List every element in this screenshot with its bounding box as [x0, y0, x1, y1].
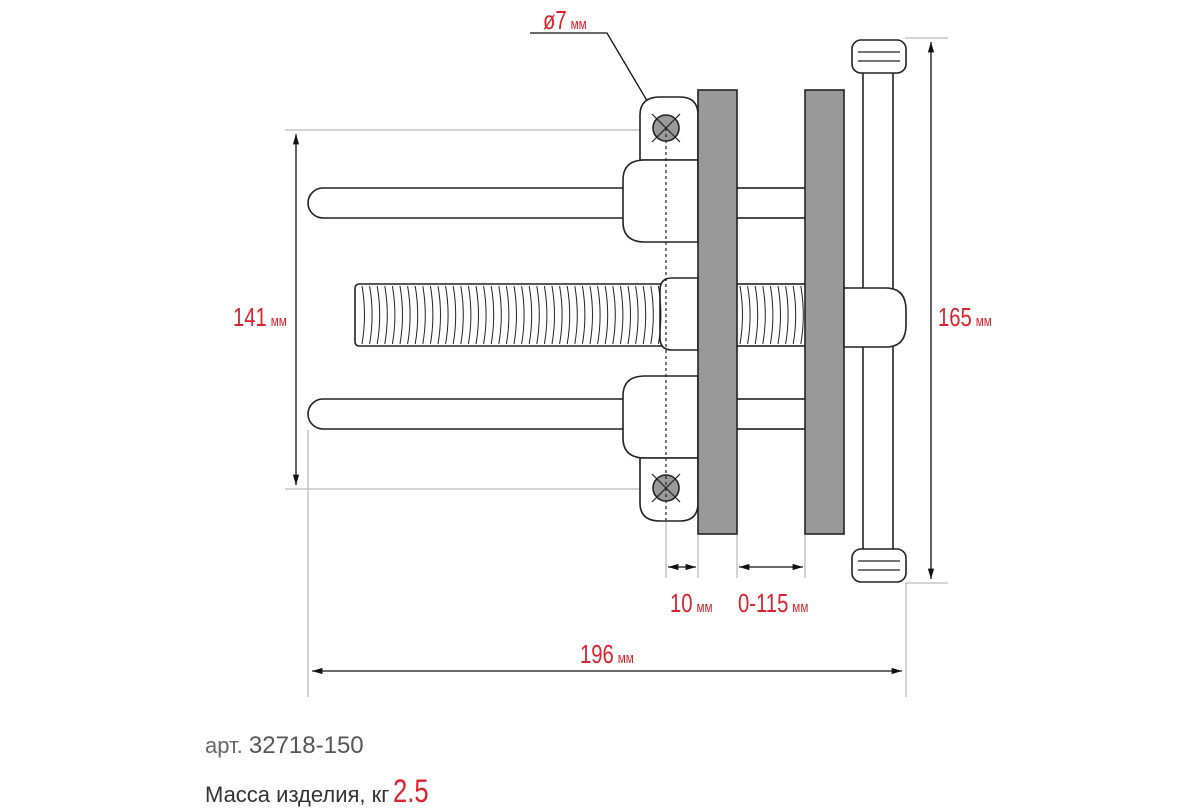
thread-ridge — [407, 285, 411, 345]
extension-lines — [285, 37, 948, 697]
thread-ridge — [619, 285, 624, 345]
thread-ridge — [460, 285, 464, 345]
thread-ridge — [800, 285, 804, 345]
unit: мм — [696, 599, 713, 616]
thread-ridge — [521, 285, 525, 345]
value: 0-115 — [738, 588, 789, 618]
thread-ridge — [792, 285, 797, 345]
unit: мм — [270, 313, 287, 330]
thread-ridge — [739, 285, 743, 345]
details — [651, 51, 900, 571]
thread-ridge — [635, 285, 639, 345]
lower-collar — [622, 375, 699, 459]
value: 10 — [670, 588, 693, 618]
thread-ridge — [513, 285, 517, 345]
thread-ridge — [650, 285, 654, 345]
thread-ridge — [391, 285, 396, 345]
article: арт. 32718-150 — [205, 732, 364, 760]
upper-rod-mid — [729, 187, 811, 219]
front-plate — [697, 89, 738, 535]
dimension-arrows — [292, 32, 935, 675]
rear-plate — [804, 89, 845, 535]
thread-ridge — [559, 285, 563, 345]
unit: мм — [792, 599, 809, 616]
unit: мм — [975, 313, 992, 330]
thread-ridge — [422, 285, 426, 345]
thread-ridge — [452, 285, 457, 345]
thread-ridge — [612, 285, 616, 345]
thread-ridge — [604, 285, 609, 345]
puller-body — [307, 39, 907, 583]
article-label: арт. — [205, 733, 243, 758]
mass-value: 2.5 — [393, 773, 429, 809]
thread-ridge — [785, 285, 789, 345]
thread-ridge — [528, 285, 533, 345]
thread-ridge — [589, 285, 593, 345]
thread-ridge — [490, 285, 495, 345]
thread-ridge — [747, 285, 751, 345]
thread-ridge — [483, 285, 487, 345]
mass-label: Масса изделия, кг — [205, 782, 390, 807]
lower-rod-mid — [729, 398, 811, 430]
value: ø7 — [543, 5, 567, 35]
thread-ridge — [498, 285, 502, 345]
thread-ridge — [642, 285, 647, 345]
article-number: 32718-150 — [248, 732, 364, 759]
center-nut — [659, 277, 699, 351]
unit: мм — [570, 16, 587, 33]
thread-ridge — [777, 285, 781, 345]
thread-ridge — [475, 285, 479, 345]
thread-ridge — [574, 285, 578, 345]
thread-ridge — [361, 285, 365, 345]
lower-rod — [307, 398, 639, 430]
thread-ridge — [384, 285, 388, 345]
thread-ridge — [762, 285, 766, 345]
upper-rod — [307, 187, 639, 219]
thread-ridge — [581, 285, 586, 345]
thread-lines — [361, 285, 804, 345]
upper-collar — [622, 159, 699, 243]
thread-ridge — [429, 285, 434, 345]
thread-ridge — [543, 285, 548, 345]
thread-ridge — [467, 285, 472, 345]
value: 196 — [580, 639, 614, 669]
thread-ridge — [536, 285, 540, 345]
value: 165 — [938, 302, 972, 332]
thread-ridge — [437, 285, 441, 345]
thread-ridge — [754, 285, 759, 345]
thread-ridge — [566, 285, 571, 345]
handle-hub — [843, 287, 907, 348]
thread-ridge — [597, 285, 601, 345]
thread-ridge — [551, 285, 555, 345]
thread-ridge — [505, 285, 510, 345]
thread-ridge — [769, 285, 774, 345]
unit: мм — [617, 650, 634, 667]
thread-ridge — [369, 285, 373, 345]
thread-ridge — [657, 285, 662, 345]
handle-bottom-cap — [851, 548, 907, 583]
value: 141 — [233, 302, 267, 332]
thread-ridge — [414, 285, 419, 345]
thread-ridge — [445, 285, 449, 345]
thread-ridge — [376, 285, 381, 345]
thread-ridge — [627, 285, 631, 345]
threaded-screw — [354, 283, 811, 347]
handle-top-cap — [851, 39, 907, 74]
thread-ridge — [399, 285, 403, 345]
